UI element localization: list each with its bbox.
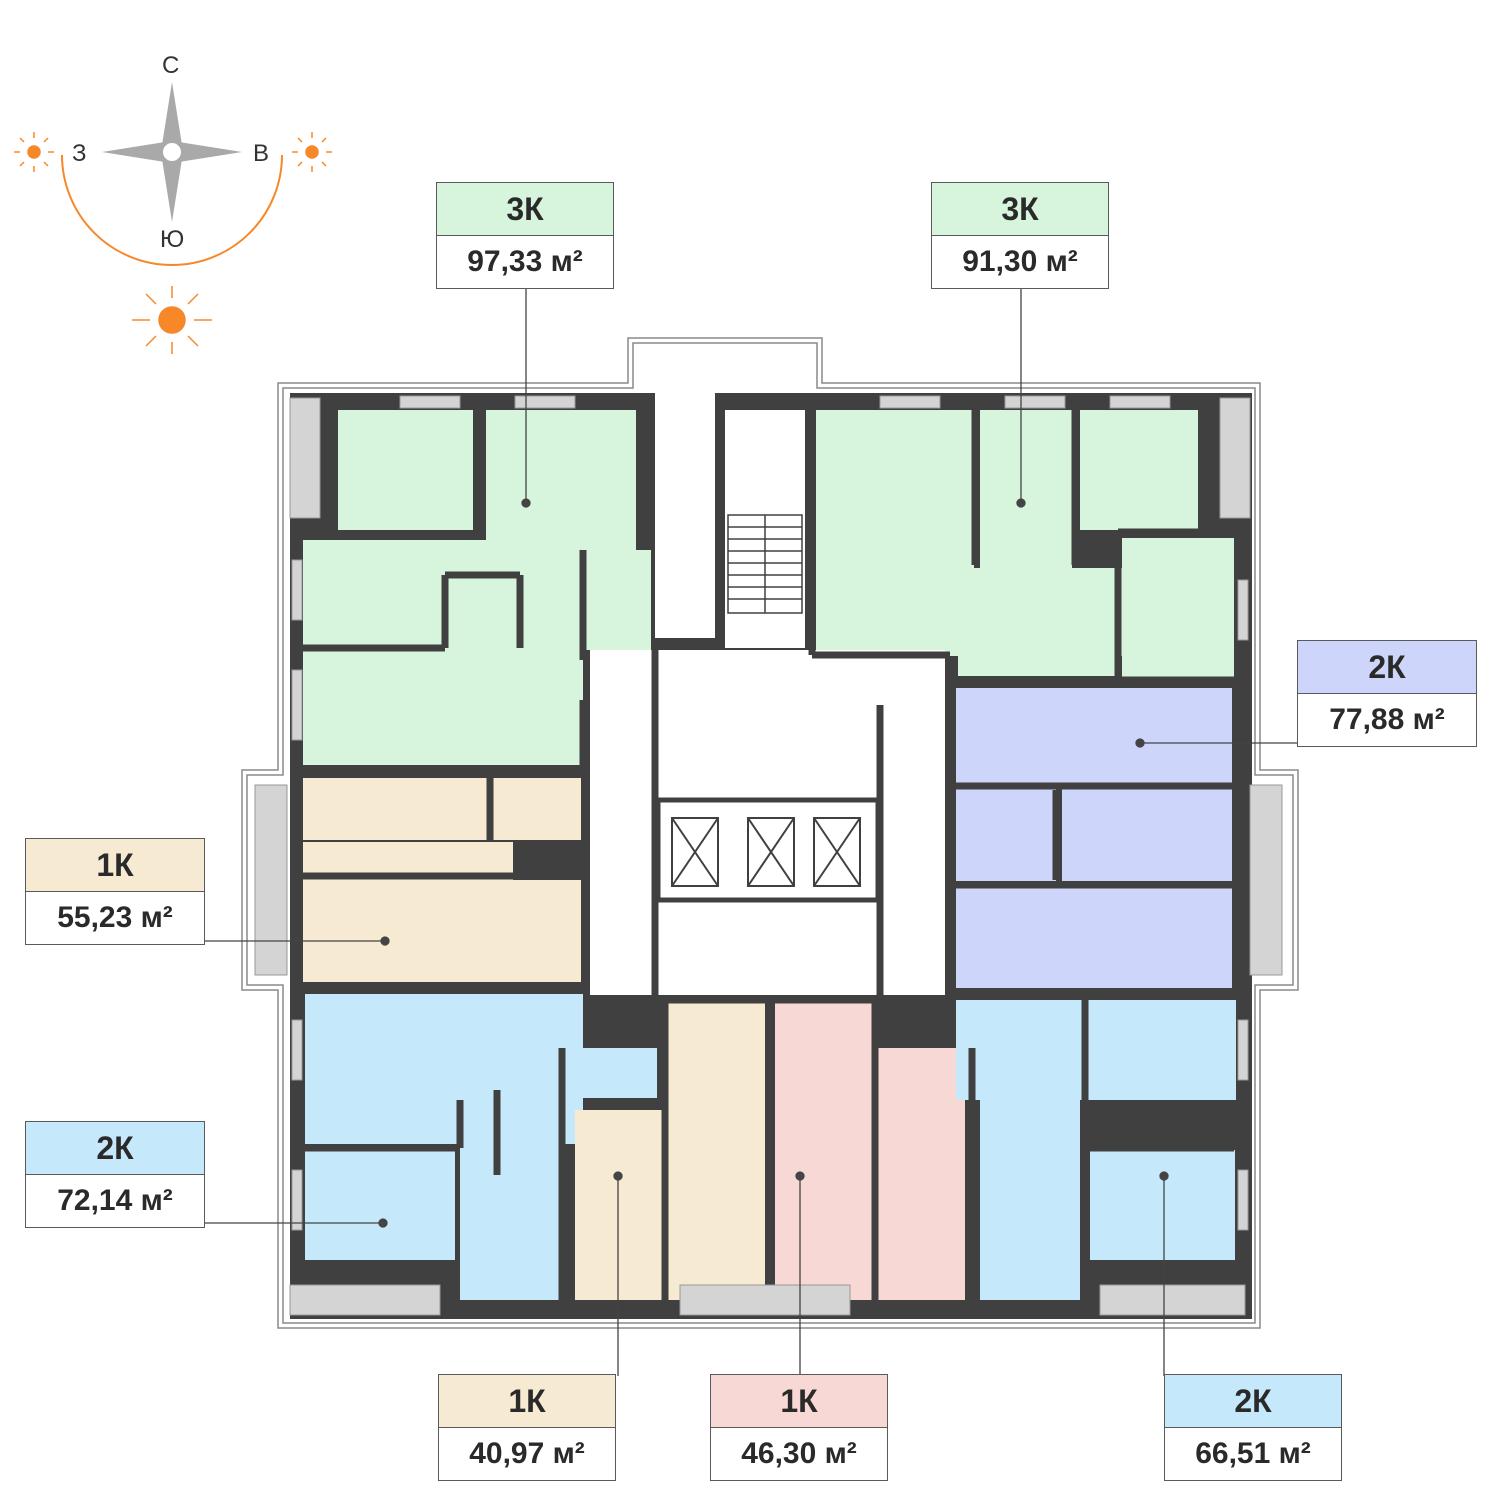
apartment-tag-1k-s2[interactable]: 1К 46,30 м² bbox=[710, 1374, 888, 1481]
apartment-type: 3К bbox=[932, 183, 1108, 236]
apartment-area: 91,30 м² bbox=[932, 236, 1108, 288]
zone-1k-s1 bbox=[575, 1000, 765, 1300]
apartment-tag-2k-sw[interactable]: 2К 72,14 м² bbox=[25, 1121, 205, 1228]
compass-east-label: В bbox=[253, 140, 270, 167]
zone-3k-nw bbox=[303, 410, 651, 765]
apartment-zones bbox=[303, 388, 1236, 1300]
staircase bbox=[727, 514, 803, 614]
compass-west-label: З bbox=[72, 140, 87, 167]
apartment-type: 1К bbox=[26, 839, 204, 892]
sun-south-icon bbox=[132, 286, 212, 354]
zone-3k-ne bbox=[816, 410, 1234, 678]
zone-1k-s2 bbox=[775, 1000, 965, 1300]
zone-2k-sw bbox=[305, 994, 657, 1300]
apartment-type: 2К bbox=[1298, 641, 1476, 694]
elevators bbox=[655, 797, 881, 903]
apartment-tag-3k-nw[interactable]: 3К 97,33 м² bbox=[436, 182, 614, 289]
apartment-tag-2k-se[interactable]: 2К 66,51 м² bbox=[1164, 1374, 1342, 1481]
apartment-tag-1k-w[interactable]: 1К 55,23 м² bbox=[25, 838, 205, 945]
windows bbox=[254, 395, 1283, 1316]
apartment-type: 3К bbox=[437, 183, 613, 236]
compass-rose bbox=[61, 82, 283, 266]
apartment-type: 2К bbox=[26, 1122, 204, 1175]
apartment-type: 1К bbox=[711, 1375, 887, 1428]
apartment-area: 40,97 м² bbox=[439, 1428, 615, 1480]
apartment-area: 66,51 м² bbox=[1165, 1428, 1341, 1480]
apartment-area: 97,33 м² bbox=[437, 236, 613, 288]
compass-north-label: С bbox=[162, 52, 180, 79]
zone-1k-w bbox=[303, 778, 581, 982]
sun-east-icon bbox=[292, 132, 332, 172]
apartment-type: 1К bbox=[439, 1375, 615, 1428]
building-outline bbox=[241, 337, 1299, 1329]
zone-common bbox=[590, 388, 945, 995]
apartment-area: 55,23 м² bbox=[26, 892, 204, 944]
apartment-area: 46,30 м² bbox=[711, 1428, 887, 1480]
sun-west-icon bbox=[14, 132, 54, 172]
apartment-type: 2К bbox=[1165, 1375, 1341, 1428]
apartment-area: 77,88 м² bbox=[1298, 694, 1476, 746]
zone-2k-se bbox=[956, 1000, 1236, 1300]
compass-south-label: Ю bbox=[160, 226, 185, 253]
apartment-tag-3k-ne[interactable]: 3К 91,30 м² bbox=[931, 182, 1109, 289]
interior-walls bbox=[303, 410, 1236, 1300]
apartment-tag-1k-s1[interactable]: 1К 40,97 м² bbox=[438, 1374, 616, 1481]
zone-2k-e bbox=[956, 688, 1232, 988]
leader-lines bbox=[205, 287, 1297, 1376]
apartment-tag-2k-e[interactable]: 2К 77,88 м² bbox=[1297, 640, 1477, 747]
apartment-area: 72,14 м² bbox=[26, 1175, 204, 1227]
